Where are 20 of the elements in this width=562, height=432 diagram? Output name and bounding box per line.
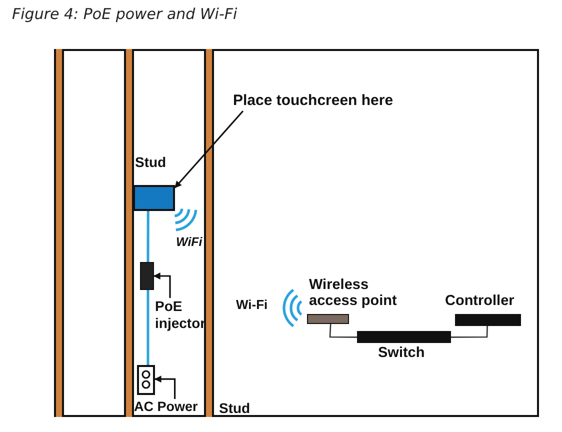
callout-text: PoE injector xyxy=(155,298,205,332)
leader-arrow xyxy=(154,376,176,399)
cable xyxy=(329,324,357,338)
device-label: Switch xyxy=(378,345,426,361)
device-label: Wireless access point xyxy=(309,277,398,309)
wifi-label: Wi-Fi xyxy=(236,297,268,313)
wifi-label: WiFi xyxy=(176,234,202,250)
leader-arrow xyxy=(174,110,244,188)
callout-text: Place touchcreen here xyxy=(233,93,433,109)
callout-text: AC Power xyxy=(134,399,202,415)
cable xyxy=(451,326,488,338)
device-label: Controller xyxy=(445,293,516,309)
poe-injector-device xyxy=(140,262,154,290)
cable xyxy=(146,211,150,262)
cable xyxy=(146,290,150,365)
stud-label: Stud xyxy=(219,400,250,416)
leader-arrow xyxy=(153,272,171,298)
figure-title: Figure 4: PoE power and Wi-Fi xyxy=(12,5,238,23)
stud-label: Stud xyxy=(135,154,166,170)
touchscreen-device xyxy=(133,185,175,211)
